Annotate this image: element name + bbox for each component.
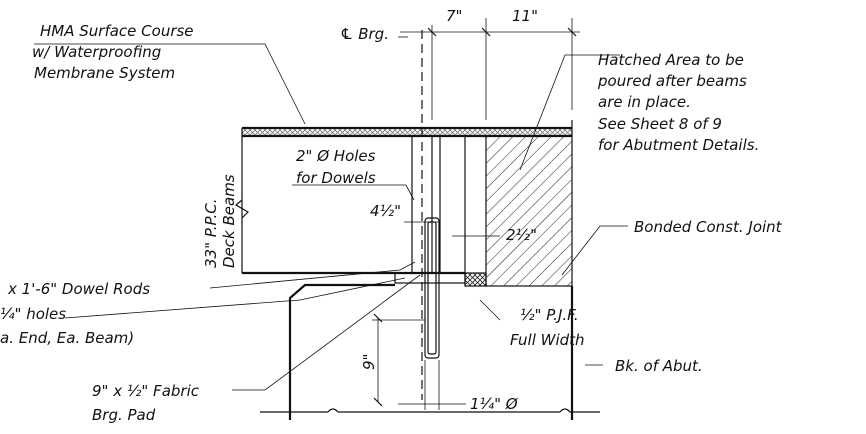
dowel-label-1: x 1'-6" Dowel Rods <box>7 280 150 298</box>
holes-label-2: for Dowels <box>296 169 376 187</box>
dowel-label-3: a. End, Ea. Beam) <box>0 329 134 347</box>
bonded-joint-label: Bonded Const. Joint <box>634 218 783 236</box>
dim-1-25-label: 1¼" Ø <box>470 395 519 413</box>
dowel-label-2: ¼" holes <box>0 305 66 323</box>
top-dimensions <box>400 18 580 120</box>
bearing-pad <box>394 272 466 284</box>
abutment <box>260 283 600 420</box>
dim-11-label: 11" <box>512 7 538 25</box>
pjf-label-1: ½" P.J.F. <box>520 306 579 324</box>
hatch-label-3: are in place. <box>598 93 691 111</box>
hma-label-1: HMA Surface Course <box>40 22 194 40</box>
dim-2-5-label: 2½" <box>506 226 537 244</box>
dim-7-label: 7" <box>446 7 462 25</box>
deck-label-1: 33" P.P.C. <box>202 199 220 269</box>
hma-label-3: Membrane System <box>34 64 175 82</box>
hatched-area <box>485 135 573 287</box>
bk-abut-label: Bk. of Abut. <box>615 357 703 375</box>
dim-9 <box>372 313 425 407</box>
deck-label-2: Deck Beams <box>220 174 238 268</box>
dowel-hole <box>411 30 433 400</box>
leaders <box>34 36 628 391</box>
pjf-label-2: Full Width <box>510 331 585 349</box>
cl-brg-label: ℄ Brg. <box>340 25 389 43</box>
hma-label-2: w/ Waterproofing <box>32 43 161 61</box>
dim-4-5-label: 4½" <box>370 202 401 220</box>
hatch-label-1: Hatched Area to be <box>598 51 744 69</box>
holes-label-1: 2" Ø Holes <box>296 147 376 165</box>
pad-label-1: 9" x ½" Fabric <box>92 382 200 400</box>
hatch-label-5: for Abutment Details. <box>598 136 759 154</box>
hatch-label-2: poured after beams <box>597 72 747 90</box>
pad-label-2: Brg. Pad <box>92 406 156 424</box>
hatch-label-4: See Sheet 8 of 9 <box>598 115 722 133</box>
pjf-joint <box>464 272 487 287</box>
dim-1-25 <box>398 360 466 410</box>
dim-9-label: 9" <box>360 354 378 370</box>
